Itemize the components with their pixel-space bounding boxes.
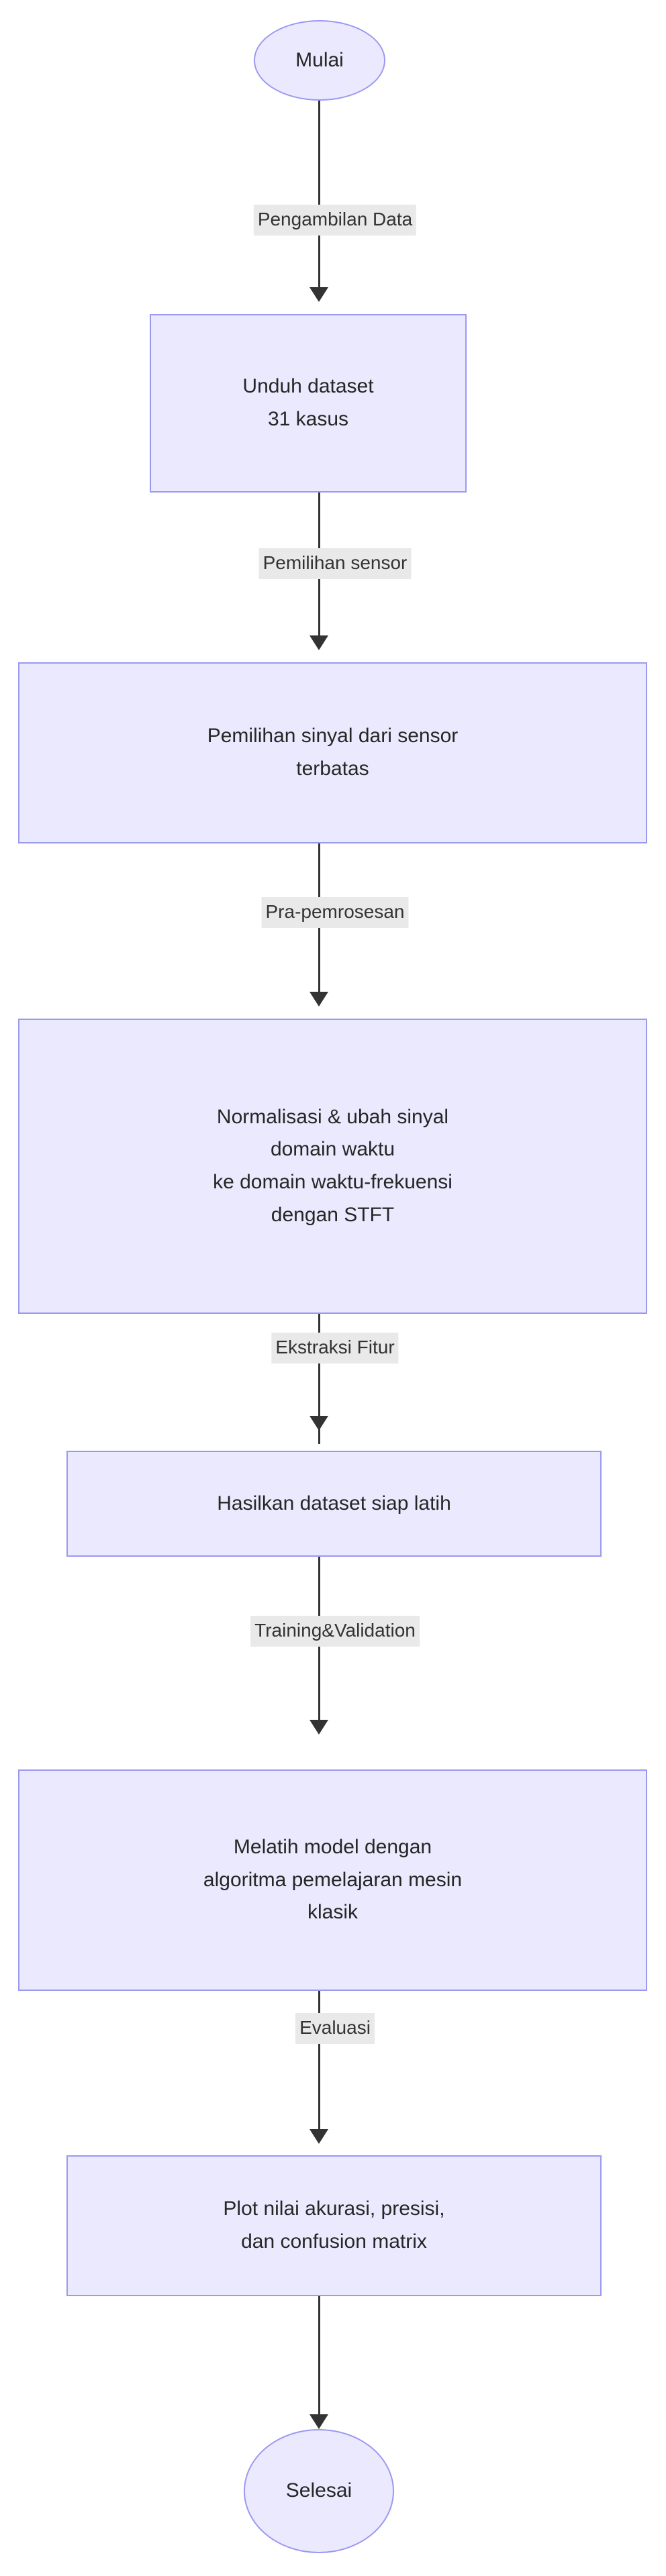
node-download-dataset-label: Unduh dataset 31 kasus [242,375,374,430]
edge-evaluate-end-arrow [310,2414,328,2429]
node-evaluate-plot[interactable]: Plot nilai akurasi, presisi, dan confusi… [66,2155,602,2296]
node-ready-dataset-label: Hasilkan dataset siap latih [217,1492,451,1514]
node-end[interactable]: Selesai [244,2429,394,2553]
node-start-label: Mulai [295,48,344,71]
node-preprocessing-label: Normalisasi & ubah sinyal domain waktu k… [213,1105,453,1226]
node-start[interactable]: Mulai [254,20,385,101]
edge-start-download-line [318,101,320,289]
edge-sensor-preprocess-arrow [310,992,328,1007]
node-end-label: Selesai [285,2479,352,2502]
edge-evaluate-end-line [318,2296,320,2416]
edge-download-sensor-arrow [310,635,328,650]
edge-dataset-train-arrow [310,1720,328,1735]
node-ready-dataset[interactable]: Hasilkan dataset siap latih [66,1451,602,1557]
edge-label-evaluasi: Evaluasi [295,2013,375,2044]
edge-train-evaluate-line [318,1991,320,2130]
edge-preprocess-dataset-line [318,1314,320,1444]
edge-preprocess-dataset-arrow [310,1416,328,1431]
node-sensor-selection-label: Pemilihan sinyal dari sensor terbatas [207,725,459,780]
node-train-model-label: Melatih model dengan algoritma pemelajar… [203,1836,463,1924]
node-preprocessing[interactable]: Normalisasi & ubah sinyal domain waktu k… [18,1019,647,1314]
edge-label-training-validation: Training&Validation [250,1616,420,1647]
edge-label-ekstraksi-fitur: Ekstraksi Fitur [271,1333,399,1363]
node-sensor-selection[interactable]: Pemilihan sinyal dari sensor terbatas [18,662,647,843]
edge-label-pemilihan-sensor: Pemilihan sensor [258,548,412,579]
edge-label-pengambilan-data: Pengambilan Data [253,205,417,236]
edge-start-download-arrow [310,287,328,302]
edge-label-pra-pemrosesan: Pra-pemrosesan [261,897,409,928]
edge-train-evaluate-arrow [310,2129,328,2144]
node-train-model[interactable]: Melatih model dengan algoritma pemelajar… [18,1769,647,1991]
node-download-dataset[interactable]: Unduh dataset 31 kasus [150,314,467,493]
node-evaluate-plot-label: Plot nilai akurasi, presisi, dan confusi… [223,2198,445,2253]
